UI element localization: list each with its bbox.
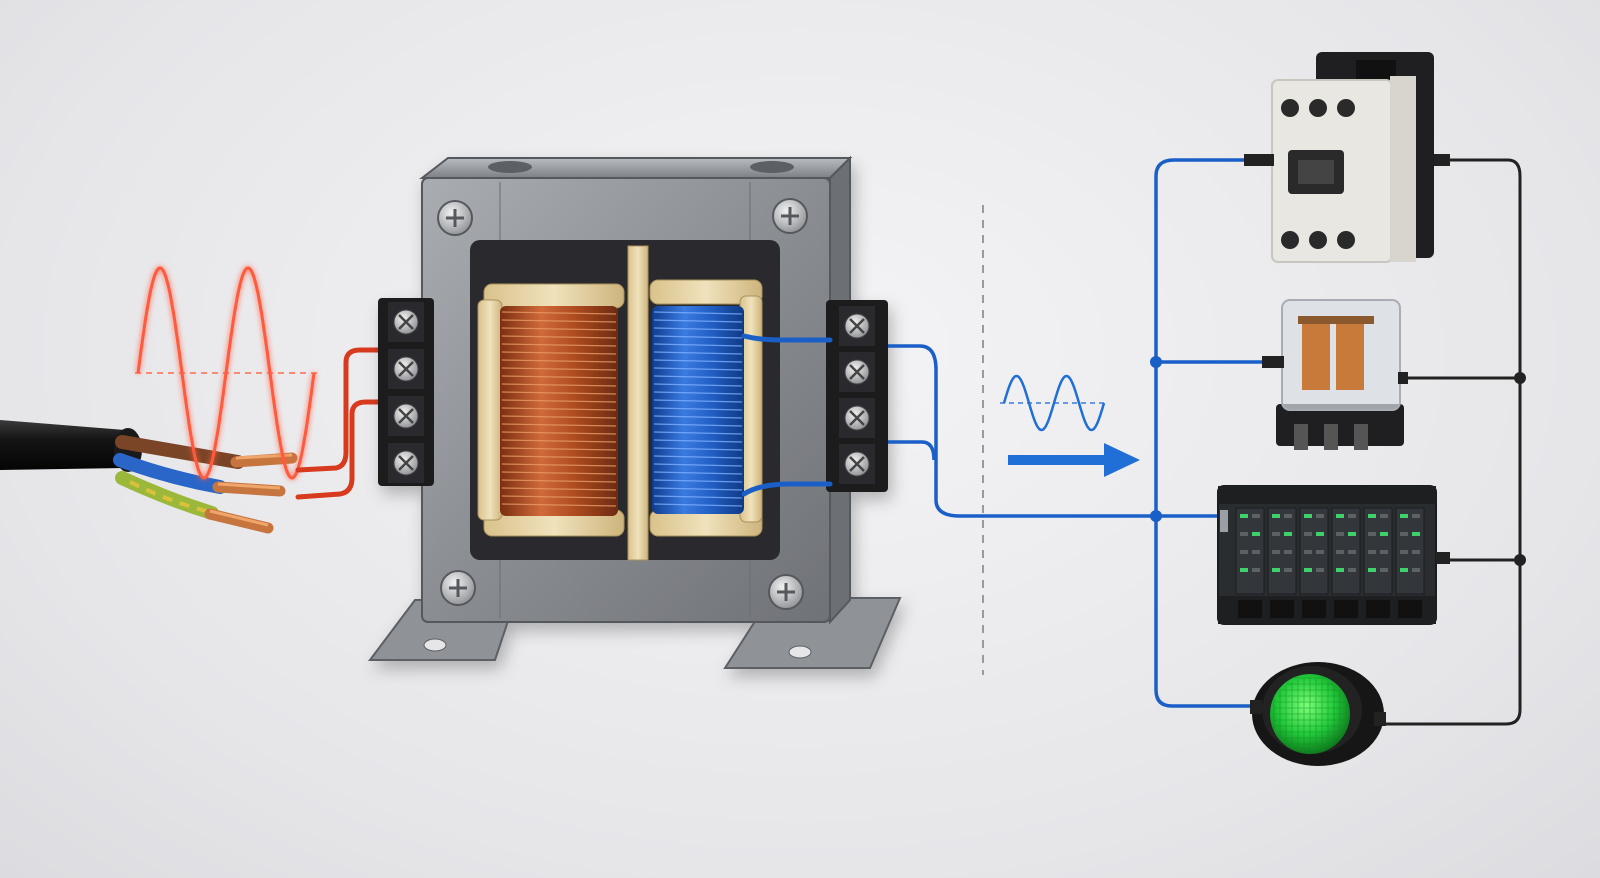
plc-icon bbox=[1217, 485, 1450, 625]
transformer-icon bbox=[368, 155, 902, 669]
secondary-terminal-block bbox=[826, 300, 888, 492]
contactor-icon bbox=[1244, 52, 1450, 263]
indicator-lamp-icon bbox=[1250, 662, 1386, 766]
secondary-winding bbox=[649, 279, 763, 537]
primary-winding bbox=[477, 283, 625, 537]
arrow-right-icon bbox=[1008, 443, 1140, 477]
relay-icon bbox=[1262, 299, 1408, 450]
return-junctions bbox=[1514, 372, 1526, 566]
high-voltage-sine-wave-icon bbox=[135, 266, 318, 480]
secondary-output-wiring bbox=[888, 158, 1280, 708]
primary-terminal-block bbox=[378, 298, 434, 486]
bus-junctions bbox=[1150, 356, 1162, 522]
low-voltage-sine-wave-icon bbox=[1000, 374, 1108, 432]
corner-screws bbox=[437, 198, 808, 610]
secondary-inner-leads bbox=[741, 333, 833, 497]
power-cable-icon bbox=[0, 420, 298, 534]
